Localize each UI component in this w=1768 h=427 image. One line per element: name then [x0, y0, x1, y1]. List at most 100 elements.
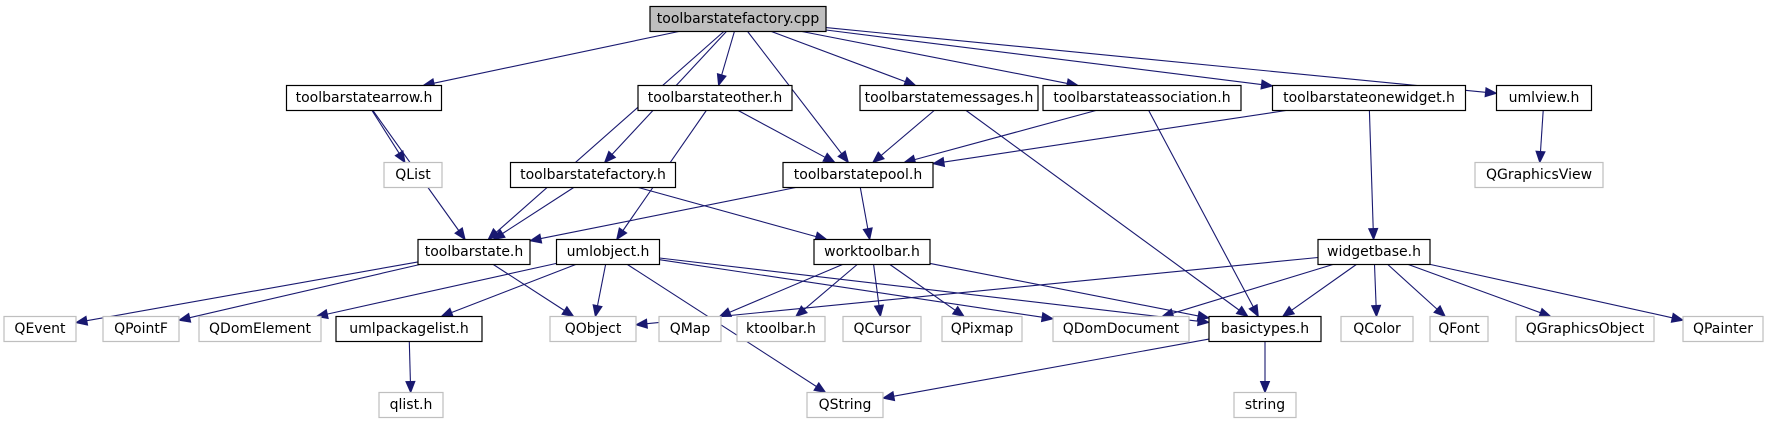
node-toolbarstatefactory-cpp[interactable]: toolbarstatefactory.cpp	[649, 5, 827, 33]
node-box	[842, 315, 922, 343]
arrowhead-icon	[871, 151, 885, 164]
node-box	[335, 315, 483, 343]
node-label: toolbarstatemessages.h	[865, 90, 1034, 106]
edge-widgetbase_h-to-QPainter	[1429, 263, 1685, 323]
node-QGraphicsView: QGraphicsView	[1474, 161, 1604, 189]
arrowhead-icon	[1535, 150, 1546, 164]
node-toolbarstateother-h[interactable]: toolbarstateother.h	[637, 84, 793, 112]
node-umlview-h[interactable]: umlview.h	[1495, 84, 1593, 112]
node-box	[1052, 315, 1190, 343]
node-box	[637, 84, 793, 112]
edge-line	[943, 109, 1287, 163]
node-label: toolbarstate.h	[425, 244, 524, 260]
node-QEvent: QEvent	[3, 315, 77, 343]
arrowhead-icon	[862, 227, 873, 241]
node-label: string	[1245, 397, 1285, 413]
arrowhead-icon	[1040, 311, 1055, 323]
edge-line	[737, 110, 826, 158]
edge-toolbarstateassociation_h-to-toolbarstatepool_h	[902, 109, 1097, 165]
edge-line	[659, 259, 1043, 318]
node-QString: QString	[806, 391, 884, 419]
node-toolbarstate-h[interactable]: toolbarstate.h	[417, 238, 531, 266]
edge-toolbarstate_h-to-QEvent	[74, 261, 419, 326]
edge-line	[646, 256, 1319, 325]
arrowhead-icon	[74, 315, 89, 326]
node-widgetbase-h[interactable]: widgetbase.h	[1317, 238, 1431, 266]
node-box	[782, 161, 934, 189]
arrowhead-icon	[1484, 87, 1498, 98]
node-box	[378, 391, 444, 419]
node-label: QList	[395, 167, 431, 183]
arrowhead-icon	[1370, 304, 1382, 318]
edge-line	[859, 187, 869, 229]
node-toolbarstatearrow-h[interactable]: toolbarstatearrow.h	[285, 84, 443, 112]
node-label: toolbarstateonewidget.h	[1283, 90, 1455, 106]
edge-line	[638, 186, 817, 238]
node-toolbarstatepool-h[interactable]: toolbarstatepool.h	[782, 161, 934, 189]
edge-line	[1387, 264, 1438, 310]
edge-toolbarstatepool_h-to-worktoolbar_h	[859, 187, 873, 241]
node-label: umlobject.h	[567, 244, 650, 260]
edge-toolbarstatemessages_h-to-toolbarstatepool_h	[871, 110, 935, 164]
edge-toolbarstate_h-to-QPointF	[177, 263, 421, 323]
node-label: QString	[819, 397, 872, 413]
arrowhead-icon	[615, 227, 628, 241]
edge-umlobject_h-to-umlpackagelist_h	[440, 263, 576, 318]
edge-line	[893, 338, 1210, 397]
node-box	[1682, 315, 1764, 343]
node-umlobject-h[interactable]: umlobject.h	[555, 238, 661, 266]
edge-line	[729, 263, 843, 313]
edge-line	[502, 187, 574, 234]
node-worktoolbar-h[interactable]: worktoolbar.h	[813, 238, 931, 266]
node-QMap: QMap	[658, 315, 722, 343]
node-toolbarstateassociation-h[interactable]: toolbarstateassociation.h	[1042, 84, 1242, 112]
node-QList: QList	[383, 161, 443, 189]
node-toolbarstatemessages-h[interactable]: toolbarstatemessages.h	[859, 84, 1039, 112]
node-box	[1271, 84, 1467, 112]
arrowhead-icon	[1196, 310, 1211, 321]
node-box	[509, 161, 677, 189]
node-box	[658, 315, 722, 343]
node-label: umlview.h	[1509, 90, 1580, 106]
node-basictypes-h[interactable]: basictypes.h	[1208, 315, 1322, 343]
edge-umlobject_h-to-QDomDocument	[659, 259, 1055, 323]
edge-toolbarstatefactory_cpp-to-toolbarstatearrow_h	[421, 30, 679, 89]
node-box	[1474, 161, 1604, 189]
edge-umlview_h-to-QGraphicsView	[1535, 110, 1546, 164]
edge-umlobject_h-to-QObject	[592, 264, 607, 318]
edge-line	[880, 110, 935, 156]
node-QFont: QFont	[1429, 315, 1489, 343]
arrowhead-icon	[1235, 305, 1249, 318]
edge-widgetbase_h-to-QObject	[634, 256, 1319, 329]
arrowhead-icon	[634, 318, 648, 329]
node-toolbarstateonewidget-h[interactable]: toolbarstateonewidget.h	[1271, 84, 1467, 112]
node-box	[1233, 391, 1297, 419]
edge-line	[189, 263, 421, 319]
node-label: QPainter	[1693, 321, 1753, 337]
edge-line	[1373, 264, 1377, 306]
node-box	[1208, 315, 1322, 343]
node-label: toolbarstatefactory.cpp	[657, 11, 820, 27]
node-box	[549, 315, 637, 343]
node-label: QEvent	[14, 321, 66, 337]
edge-line	[493, 264, 565, 311]
arrowhead-icon	[177, 312, 192, 323]
edge-toolbarstatepool_h-to-toolbarstate_h	[528, 186, 796, 244]
node-umlpackagelist-h[interactable]: umlpackagelist.h	[335, 315, 483, 343]
edge-worktoolbar_h-to-ktoolbar_h	[794, 264, 858, 318]
edge-toolbarstatefactory_cpp-to-toolbarstatepool_h	[747, 31, 850, 164]
edge-line	[889, 264, 956, 311]
node-toolbarstatefactory-h[interactable]: toolbarstatefactory.h	[509, 161, 677, 189]
edge-line	[540, 186, 796, 240]
arrowhead-icon	[394, 149, 406, 164]
node-label: QDomDocument	[1063, 321, 1180, 337]
edge-line	[596, 264, 607, 306]
arrowhead-icon	[1259, 381, 1271, 394]
arrowhead-icon	[440, 307, 454, 318]
node-box	[3, 315, 77, 343]
edge-line	[1368, 110, 1374, 229]
node-box	[555, 238, 661, 266]
node-QColor: QColor	[1340, 315, 1414, 343]
edge-umlobject_h-to-basictypes_h	[659, 257, 1211, 327]
edge-line	[433, 30, 679, 84]
